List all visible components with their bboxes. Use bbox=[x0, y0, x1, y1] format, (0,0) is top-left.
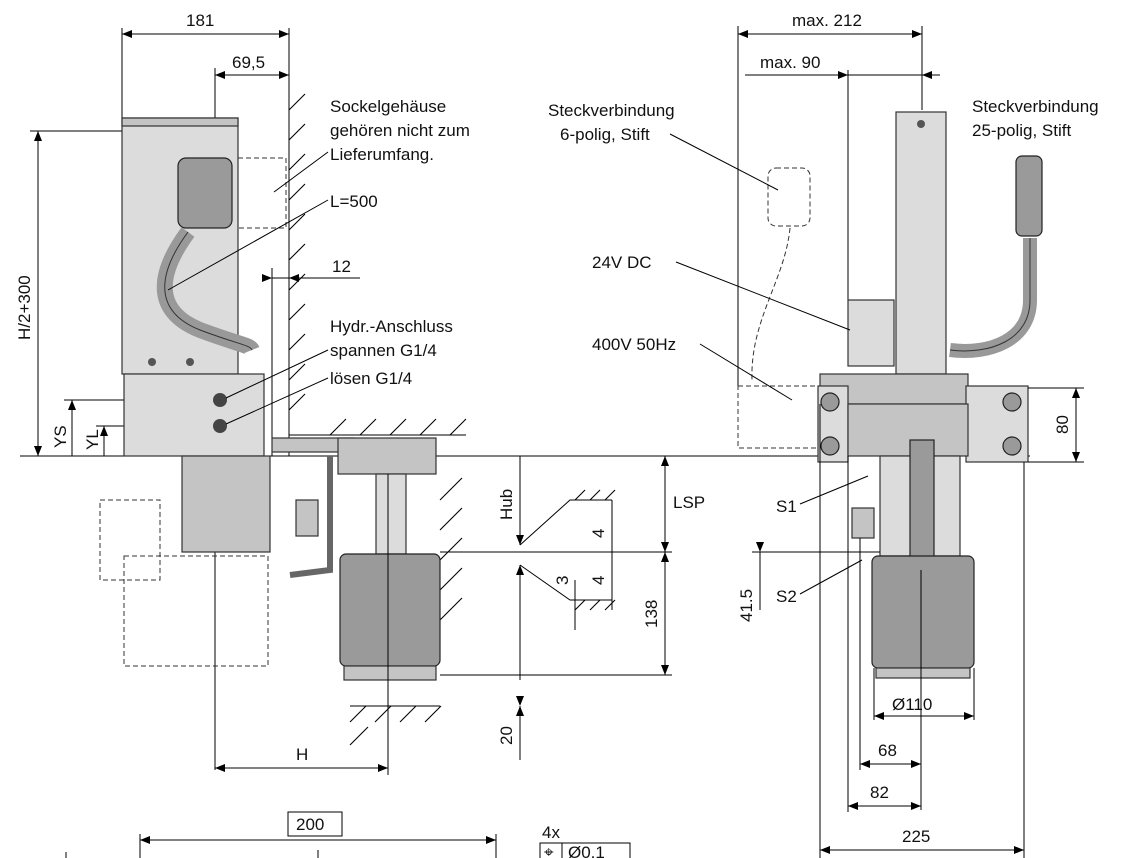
column-right bbox=[895, 111, 947, 375]
notes-left: Sockelgehäuse gehören nicht zum Lieferum… bbox=[167, 97, 470, 425]
dim-82-label: 82 bbox=[870, 783, 889, 802]
dimension-41-5: 41.5 bbox=[737, 542, 880, 622]
dim-dia-110-label: Ø110 bbox=[892, 695, 932, 714]
dimension-h: H bbox=[215, 474, 389, 775]
label-s2: S2 bbox=[776, 587, 797, 606]
label-s1: S1 bbox=[776, 497, 797, 516]
clamp-plate bbox=[337, 437, 437, 475]
connector-25-pol bbox=[1015, 155, 1043, 237]
note-conn25-line-2: 25-polig, Stift bbox=[972, 121, 1071, 140]
notes-right: Steckverbindung 6-polig, Stift Steckverb… bbox=[548, 97, 1099, 401]
dashed-box-right bbox=[737, 385, 819, 449]
dimension-h2-300: H/2+300 bbox=[15, 130, 122, 456]
valve-block bbox=[847, 403, 969, 457]
note-socket-line-2: gehören nicht zum bbox=[330, 121, 470, 140]
note-hydr-line-3: lösen G1/4 bbox=[330, 369, 412, 388]
cylinder-right-bottom bbox=[875, 667, 971, 679]
dimension-max-212: max. 212 bbox=[737, 11, 922, 390]
note-hydr-line-2: spannen G1/4 bbox=[330, 341, 437, 360]
housing-lower-block bbox=[181, 455, 271, 553]
lower-dashed-housing bbox=[123, 555, 269, 667]
cable-25-pol bbox=[949, 238, 1037, 358]
cylinder-right bbox=[871, 555, 975, 669]
tolerance-symbol: ⌖ bbox=[544, 843, 554, 858]
piston-rod bbox=[375, 473, 407, 555]
cable-6-pol bbox=[751, 227, 791, 381]
bottom-view: 200 4x ⌖ Ø0,1 bbox=[65, 811, 631, 858]
side-dashed-fittings bbox=[99, 499, 161, 581]
connector-6-pol bbox=[767, 167, 811, 227]
housing-base bbox=[123, 373, 265, 457]
dimension-12: 12 bbox=[262, 257, 360, 456]
dim-lsp-label: LSP bbox=[673, 493, 705, 512]
dim-3-label: 3 bbox=[553, 576, 572, 585]
flange-bolt-2 bbox=[820, 436, 840, 456]
dimension-stack: Hub 4 3 4 LSP 138 20 bbox=[440, 455, 705, 760]
dim-225-label: 225 bbox=[902, 827, 930, 846]
note-conn25-line-1: Steckverbindung bbox=[972, 97, 1099, 116]
dim-138-label: 138 bbox=[642, 600, 661, 628]
screw-1 bbox=[148, 358, 156, 366]
dim-69-5-label: 69,5 bbox=[232, 53, 265, 72]
dim-20-label: 20 bbox=[497, 726, 516, 745]
dim-max-212-label: max. 212 bbox=[792, 11, 862, 30]
note-400v: 400V 50Hz bbox=[592, 335, 676, 354]
screw-2 bbox=[186, 358, 194, 366]
left-view: 181 69,5 H/2+300 YS YL bbox=[15, 11, 1030, 775]
pipe-left bbox=[289, 456, 333, 578]
dim-80-label: 80 bbox=[1053, 415, 1072, 434]
port-loesen bbox=[213, 419, 227, 433]
housing-cap bbox=[121, 117, 239, 127]
dim-max-90-label: max. 90 bbox=[760, 53, 820, 72]
dim-h-label: H bbox=[296, 745, 308, 764]
dim-200-label: 200 bbox=[296, 815, 324, 834]
dim-200-box bbox=[287, 811, 343, 837]
dim-h2-label: H/2+300 bbox=[15, 275, 34, 340]
note-hydr-line-1: Hydr.-Anschluss bbox=[330, 317, 453, 336]
dim-yl-label: YL bbox=[83, 429, 102, 450]
column-screw bbox=[917, 120, 925, 128]
fitting-left bbox=[295, 499, 319, 537]
cylinder-bottom bbox=[343, 665, 437, 681]
dim-4x-label: 4x bbox=[542, 823, 560, 842]
flange-bolt-1 bbox=[820, 392, 840, 412]
dim-68-label: 68 bbox=[878, 741, 897, 760]
port-spannen bbox=[213, 393, 227, 407]
sensor-s2-housing bbox=[851, 507, 875, 539]
rod-right bbox=[909, 439, 935, 571]
dimension-max-90: max. 90 bbox=[745, 26, 940, 300]
dim-4-bottom-label: 4 bbox=[589, 576, 608, 585]
flange-bolt-4 bbox=[1002, 436, 1022, 456]
flange-bolt-3 bbox=[1002, 392, 1022, 412]
note-conn6-line-2: 6-polig, Stift bbox=[560, 125, 650, 144]
note-length: L=500 bbox=[330, 192, 378, 211]
dim-4-top-label: 4 bbox=[589, 529, 608, 538]
dimension-bottom-right: Ø110 68 82 225 bbox=[819, 404, 1025, 858]
dim-41-5-label: 41.5 bbox=[737, 589, 756, 622]
wall-hatching bbox=[288, 93, 467, 746]
connector-left bbox=[177, 157, 233, 229]
note-socket-line-1: Sockelgehäuse bbox=[330, 97, 446, 116]
dim-181-label: 181 bbox=[186, 11, 214, 30]
note-conn6-line-1: Steckverbindung bbox=[548, 101, 675, 120]
note-socket-line-3: Lieferumfang. bbox=[330, 145, 434, 164]
dimension-181: 181 bbox=[121, 11, 290, 120]
dim-ys-label: YS bbox=[51, 425, 70, 448]
tolerance-value: Ø0,1 bbox=[568, 843, 605, 858]
socket-dashed bbox=[237, 157, 287, 229]
cylinder-body bbox=[339, 553, 441, 667]
junction-box bbox=[847, 299, 895, 367]
dimension-80: 80 bbox=[1028, 387, 1084, 463]
right-view: max. 212 max. 90 bbox=[548, 11, 1099, 858]
dim-hub-label: Hub bbox=[497, 489, 516, 520]
dim-12-label: 12 bbox=[332, 257, 351, 276]
note-24v: 24V DC bbox=[592, 253, 652, 272]
